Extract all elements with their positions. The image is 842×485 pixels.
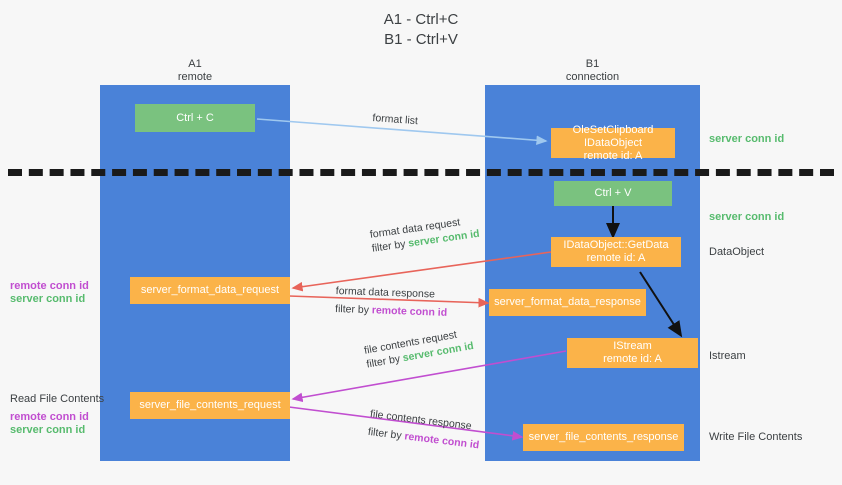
column-header-a1: A1 remote [100,58,290,84]
edge-label-format-data-response: format data response filter by remote co… [335,284,448,320]
edge-label-format-list: format list [372,111,418,128]
box-server-format-data-response[interactable]: server_format_data_response [489,289,646,316]
box-ctrl-c[interactable]: Ctrl + C [135,104,255,132]
edge-label-fdreq-prefix: filter by [371,237,410,255]
box-idataobject-getdata[interactable]: IDataObject::GetData remote id: A [551,237,681,267]
column-b1-sub: connection [565,71,620,83]
edge-label-fcres-value: remote conn id [403,430,480,452]
box-server-file-contents-response[interactable]: server_file_contents_response [523,424,684,451]
box-istream[interactable]: IStream remote id: A [567,338,698,368]
column-a1-name: A1 [188,58,202,70]
box-olesetclipboard-idataobject[interactable]: OleSetClipboard IDataObject remote id: A [551,124,675,162]
note-istream: Istream [709,350,746,362]
box-server-file-contents-request-label: server_file_contents_request [139,399,281,411]
edge-label-fdres-line1: format data response [335,284,436,301]
note-read-file-contents: Read File Contents [10,393,105,405]
title-line-1: A1 - Ctrl+C [383,11,459,28]
box-ctrl-v[interactable]: Ctrl + V [554,181,672,206]
box-server-format-data-response-label: server_format_data_response [494,296,641,308]
edge-label-format-list-text: format list [372,111,419,128]
box-istream-line1: IStream [613,340,652,352]
edge-label-file-contents-response: file contents response filter by remote … [367,407,482,452]
box-olesetclipboard-line2: remote id: A [583,149,643,162]
box-server-format-data-request-label: server_format_data_request [140,284,280,296]
box-getdata-line2: remote id: A [586,252,646,264]
box-ctrl-c-label: Ctrl + C [176,111,214,124]
edge-label-file-contents-request: file contents request filter by server c… [363,325,475,371]
note-server-conn-id-top: server conn id [709,133,785,145]
edge-label-fcres-prefix: filter by [367,425,406,443]
box-server-file-contents-request[interactable]: server_file_contents_request [130,392,290,419]
box-server-format-data-request[interactable]: server_format_data_request [130,277,290,304]
title-line-2: B1 - Ctrl+V [384,31,458,48]
box-server-file-contents-response-label: server_file_contents_response [528,431,679,443]
column-header-b1: B1 connection [485,58,700,84]
note-remote-conn-id-2: remote conn id [10,411,89,423]
note-remote-conn-id-1: remote conn id [10,280,89,292]
box-istream-line2: remote id: A [603,353,662,365]
edge-label-fdres-prefix: filter by [334,302,373,317]
edge-label-fdres-line2: filter by remote conn id [335,302,447,320]
note-server-conn-id-mid: server conn id [709,211,785,223]
box-olesetclipboard-line1: OleSetClipboard IDataObject [572,123,654,149]
diagram-title: A1 - Ctrl+C B1 - Ctrl+V [0,10,842,50]
note-server-conn-id-1: server conn id [10,293,86,305]
edge-label-format-data-request: format data request filter by server con… [369,213,480,256]
box-getdata-line1: IDataObject::GetData [563,239,669,251]
note-server-conn-id-2: server conn id [10,424,86,436]
note-write-file-contents: Write File Contents [709,431,803,443]
note-dataobject: DataObject [709,246,765,258]
column-a1-sub: remote [177,71,213,83]
column-b1-name: B1 [585,58,600,70]
edge-label-fdres-value: remote conn id [371,304,448,319]
box-ctrl-v-label: Ctrl + V [594,187,632,199]
phase-separator-dashed-line [8,169,834,176]
